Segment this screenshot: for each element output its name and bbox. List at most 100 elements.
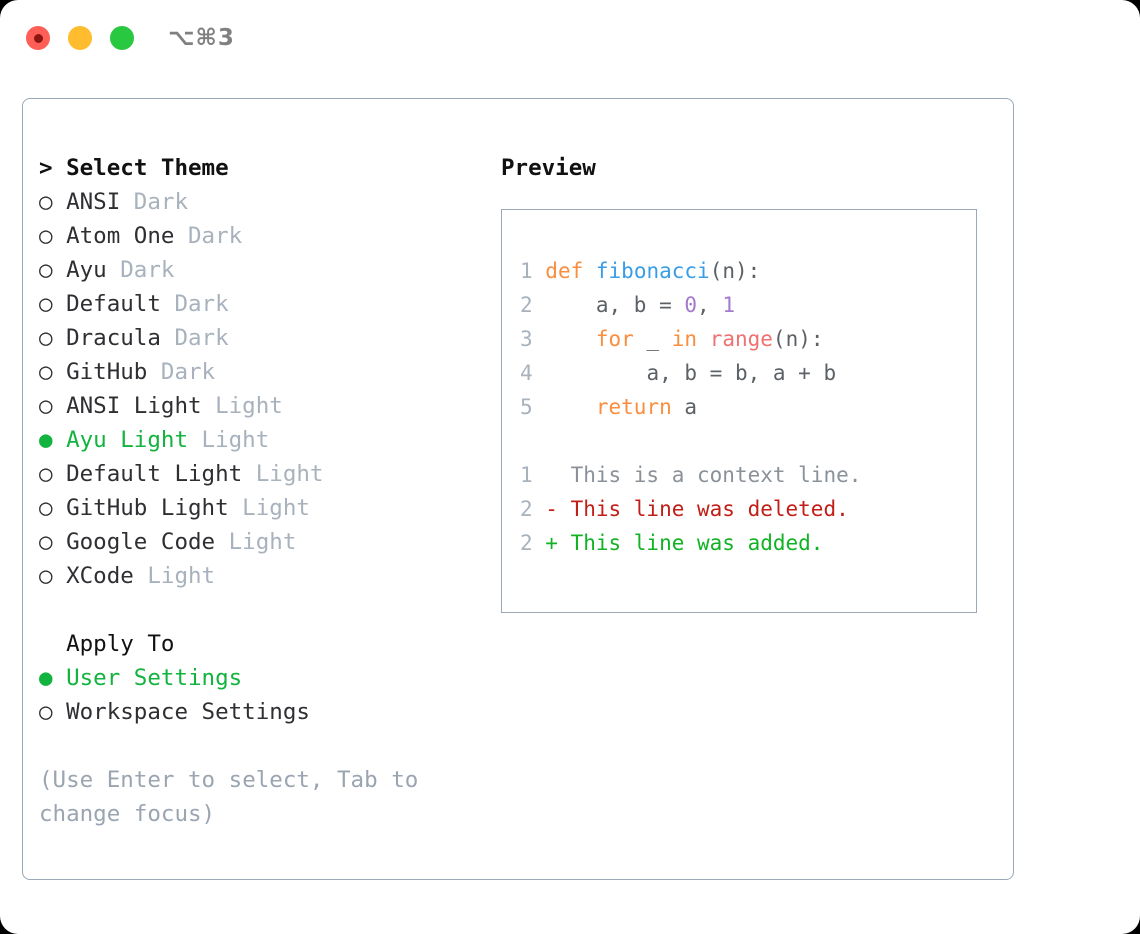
diff-line: 2 + This line was added. [520, 526, 976, 560]
theme-item-label: ANSI Light [52, 393, 202, 419]
code-token: a [671, 395, 698, 419]
theme-item-kind: Dark [147, 359, 216, 385]
code-token [697, 327, 710, 351]
theme-item-label: Default Light [52, 461, 243, 487]
radio-unselected-icon: ○ [39, 291, 53, 317]
theme-item-kind: Dark [174, 223, 243, 249]
apply-to-option-workspace-settings[interactable]: ○ Workspace Settings [39, 695, 479, 729]
theme-item-dracula[interactable]: ○ Dracula Dark [39, 321, 479, 355]
radio-unselected-icon: ○ [39, 495, 53, 521]
title-bar: ⌥⌘3 [0, 0, 1140, 78]
theme-item-label: Atom One [52, 223, 175, 249]
radio-unselected-icon: ○ [39, 529, 53, 555]
line-number: 2 [520, 293, 533, 317]
code-token [583, 259, 596, 283]
gutter-space [533, 395, 546, 419]
code-token: fibonacci [595, 259, 710, 283]
theme-list[interactable]: ○ ANSI Dark○ Atom One Dark○ Ayu Dark○ De… [39, 185, 479, 593]
diff-sign [533, 463, 571, 487]
code-token: in [671, 327, 698, 351]
theme-item-label: Dracula [52, 325, 161, 351]
theme-item-ayu-light[interactable]: ● Ayu Light Light [39, 423, 479, 457]
code-token: _ [633, 327, 672, 351]
code-line: 4 a, b = b, a + b [520, 356, 976, 390]
spacer [520, 424, 976, 458]
line-number: 1 [520, 259, 533, 283]
apply-to-option-label: User Settings [52, 665, 243, 691]
theme-item-ansi[interactable]: ○ ANSI Dark [39, 185, 479, 219]
gutter-space [533, 361, 546, 385]
apply-to-option-user-settings[interactable]: ● User Settings [39, 661, 479, 695]
diff-text: This line was added. [570, 531, 824, 555]
theme-item-github-light[interactable]: ○ GitHub Light Light [39, 491, 479, 525]
line-number: 1 [520, 463, 533, 487]
apply-to-header: Apply To [39, 631, 175, 657]
theme-item-kind: Dark [160, 291, 229, 317]
main-panel: > Select Theme ○ ANSI Dark○ Atom One Dar… [22, 98, 1014, 880]
code-line: 1 def fibonacci(n): [520, 254, 976, 288]
maximize-button[interactable] [110, 26, 134, 50]
radio-unselected-icon: ○ [39, 699, 53, 725]
window-title: ⌥⌘3 [168, 25, 235, 51]
code-line: 3 for _ in range(n): [520, 322, 976, 356]
code-token: 1 [722, 293, 735, 317]
window-controls [26, 26, 134, 50]
apply-to-list[interactable]: ● User Settings○ Workspace Settings [39, 661, 479, 729]
radio-unselected-icon: ○ [39, 461, 53, 487]
code-token: range [709, 327, 773, 351]
gutter-space [533, 259, 546, 283]
code-token: (n): [709, 259, 761, 283]
radio-unselected-icon: ○ [39, 325, 53, 351]
preview-column: Preview 1 def fibonacci(n):2 a, b = 0, 1… [501, 151, 1001, 613]
code-token: (n): [772, 327, 824, 351]
code-token: , [697, 293, 723, 317]
radio-unselected-icon: ○ [39, 563, 53, 589]
theme-item-google-code[interactable]: ○ Google Code Light [39, 525, 479, 559]
code-token: def [545, 259, 584, 283]
code-line: 2 a, b = 0, 1 [520, 288, 976, 322]
keyboard-hint: (Use Enter to select, Tab to change focu… [39, 767, 419, 827]
theme-item-default[interactable]: ○ Default Dark [39, 287, 479, 321]
theme-item-kind: Light [242, 461, 324, 487]
theme-item-kind: Light [188, 427, 270, 453]
line-number: 2 [520, 531, 533, 555]
radio-unselected-icon: ○ [39, 223, 53, 249]
diff-text: This line was deleted. [570, 497, 849, 521]
gutter-space [533, 327, 546, 351]
close-button[interactable] [26, 26, 50, 50]
diff-text: This is a context line. [570, 463, 862, 487]
code-token: return [595, 395, 672, 419]
theme-item-ansi-light[interactable]: ○ ANSI Light Light [39, 389, 479, 423]
theme-item-default-light[interactable]: ○ Default Light Light [39, 457, 479, 491]
theme-item-label: XCode [52, 563, 134, 589]
diff-sign: + [532, 531, 571, 555]
line-number: 2 [520, 497, 533, 521]
diff-line: 1 This is a context line. [520, 458, 976, 492]
theme-item-kind: Light [133, 563, 216, 589]
theme-picker-column: > Select Theme ○ ANSI Dark○ Atom One Dar… [39, 151, 479, 831]
line-number: 3 [520, 327, 533, 351]
theme-item-kind: Dark [160, 325, 229, 351]
theme-item-label: Ayu [52, 257, 107, 283]
theme-item-kind: Light [215, 529, 297, 555]
diff-sample: 1 This is a context line.2 - This line w… [520, 458, 976, 560]
minimize-button[interactable] [68, 26, 92, 50]
code-token [545, 327, 596, 351]
radio-unselected-icon: ○ [39, 257, 53, 283]
radio-selected-icon: ● [39, 665, 53, 691]
spacer [39, 593, 479, 627]
theme-item-atom-one[interactable]: ○ Atom One Dark [39, 219, 479, 253]
theme-item-xcode[interactable]: ○ XCode Light [39, 559, 479, 593]
code-token [545, 395, 596, 419]
theme-item-github[interactable]: ○ GitHub Dark [39, 355, 479, 389]
radio-unselected-icon: ○ [39, 189, 53, 215]
apply-to-option-label: Workspace Settings [52, 699, 310, 725]
code-token: a, b = [545, 293, 685, 317]
code-token: for [595, 327, 634, 351]
theme-item-label: ANSI [52, 189, 121, 215]
line-number: 5 [520, 395, 533, 419]
gutter-space [533, 293, 546, 317]
theme-item-ayu[interactable]: ○ Ayu Dark [39, 253, 479, 287]
